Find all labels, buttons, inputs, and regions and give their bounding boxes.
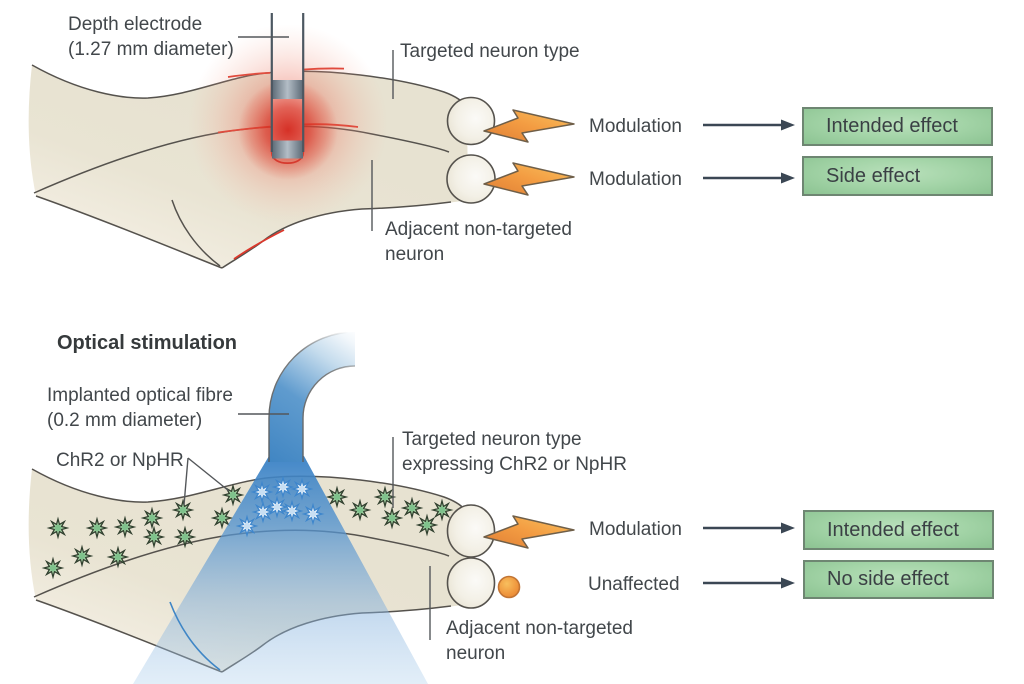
effect-box-label: Intended effect [827,518,959,541]
panel-title: Optical stimulation [57,332,238,354]
adjacent-neuron-endcap [446,557,496,609]
targeted-expressing-label: Targeted neuron type expressing ChR2 or … [402,427,627,477]
activated-star [253,502,273,522]
activated-star [303,504,323,524]
opsin-star [382,508,402,528]
intended-effect-box: Intended effect [803,510,994,550]
opsin-label: ChR2 or NpHR [56,450,184,471]
optical-fibre-outer-edge [268,331,356,462]
effect-box-label: Side effect [826,164,921,187]
stimulation-glow-core [238,80,338,180]
optical-panel [28,331,795,684]
opsin-star [375,487,395,507]
depth-electrode-label-line2: (1.27 mm diameter) [68,39,234,60]
modulation-label: Modulation [589,169,682,190]
activated-star [273,477,293,497]
opsin-star [43,558,63,578]
adjacent-neuron-label: Adjacent non-targeted neuron [446,616,633,666]
opsin-star [327,487,347,507]
opsin-star [144,527,164,547]
no-side-effect-box: No side effect [803,560,994,599]
activated-star [267,497,287,517]
lightning-bolt-icon [483,162,575,196]
tissue-outline-in-light [169,601,221,671]
targeted-neuron-label: Targeted neuron type [400,41,580,62]
opsin-star [173,500,193,520]
arrow-icon [703,522,795,589]
opsin-star [432,500,452,520]
opsin-star [417,515,437,535]
activated-star [252,482,272,502]
opsin-star [402,498,422,518]
electrical-panel [28,13,795,269]
activated-star [237,516,257,536]
optical-fibre-label-line2: (0.2 mm diameter) [47,410,203,431]
opsin-star [48,518,68,538]
adjacent-neuron-label: Adjacent non-targeted neuron [385,217,572,267]
adjacent-neuron-endcap [446,154,496,204]
electrode-contact [272,140,303,159]
electrode-walls [270,13,305,152]
label-pointer-lines [238,36,394,231]
optical-fibre [269,332,355,462]
targeted-expressing-label-line2: expressing ChR2 or NpHR [402,454,627,475]
opsin-star [142,508,162,528]
adjacent-neuron-label-line1: Adjacent non-targeted [385,219,572,240]
unaffected-label: Unaffected [588,574,680,595]
optical-fibre-inner-edge [302,365,356,462]
effect-box-label: Intended effect [826,115,958,137]
modulation-label: Modulation [589,519,682,540]
adjacent-neuron-label-line1: Adjacent non-targeted [446,618,633,639]
arrow-icon [703,119,795,184]
depth-electrode-label: Depth electrode (1.27 mm diameter) [68,12,234,62]
modulation-label: Modulation [589,116,682,137]
activated-star [292,479,312,499]
targeted-expressing-label-line1: Targeted neuron type [402,429,582,450]
depth-electrode-label-line1: Depth electrode [68,14,203,35]
label-pointer-lines [183,413,431,640]
optical-fibre-label-line1: Implanted optical fibre [47,385,233,406]
opsin-star [108,547,128,567]
opsin-star [72,546,92,566]
optical-fibre-label: Implanted optical fibre (0.2 mm diameter… [47,383,233,433]
adjacent-neuron-label-line2: neuron [446,643,506,664]
electrode-contact [272,80,303,99]
light-cone [133,456,428,684]
activated-star [282,501,302,521]
lightning-bolt-icon [483,109,575,143]
side-effect-box: Side effect [802,156,993,196]
lightning-bolt-icon [483,515,575,549]
opsin-star [115,517,135,537]
electrode-tip-outline [270,124,305,164]
opsin-star [87,518,107,538]
adjacent-neuron-label-line2: neuron [385,244,445,265]
unaffected-dot-icon [497,575,521,599]
intended-effect-box: Intended effect [802,107,993,146]
targeted-neuron-endcap [446,96,496,146]
effect-box-label: No side effect [827,568,949,590]
opsin-star [350,500,370,520]
opsin-star [175,527,195,547]
targeted-neuron-endcap [446,504,496,558]
